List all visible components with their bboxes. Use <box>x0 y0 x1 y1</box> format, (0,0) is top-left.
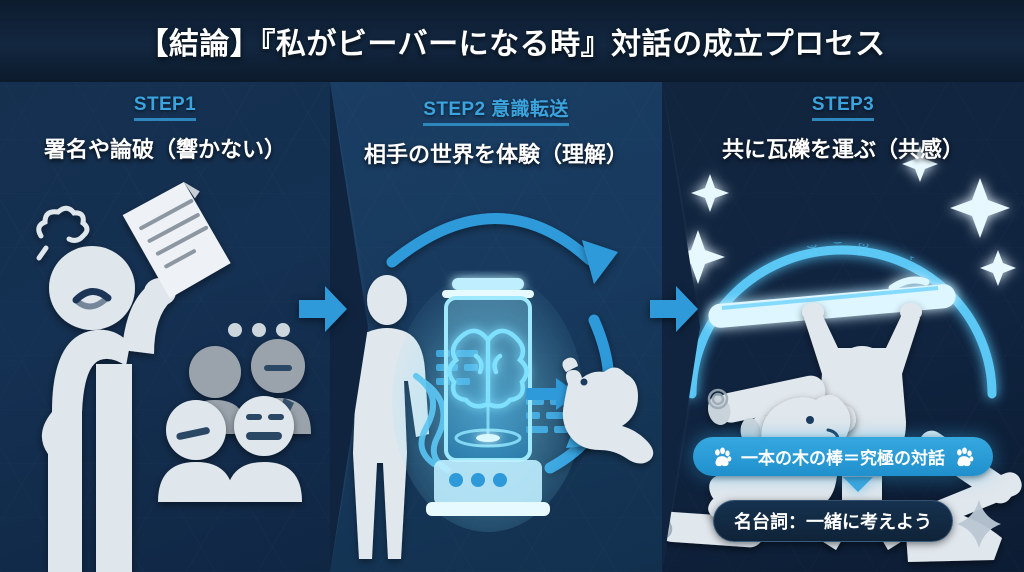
badge-connector-triangle <box>843 477 873 492</box>
step2-heading: STEP2 意識転送 相手の世界を体験（理解） <box>330 82 662 169</box>
petition-document <box>122 181 231 299</box>
svg-text:1011001: 1011001 <box>725 186 740 241</box>
beaver-silhouette <box>562 357 654 464</box>
steps-container: STEP1 署名や論破（響かない） <box>0 82 1024 572</box>
glowing-wooden-stick <box>708 276 956 328</box>
step-panel-2[interactable]: STEP2 意識転送 相手の世界を体験（理解） <box>330 82 662 572</box>
highlight-badge-text: 一本の木の棒＝究極の対話 <box>741 449 945 468</box>
pod-indicator-lights <box>449 473 507 487</box>
svg-text:10011010: 10011010 <box>777 178 792 241</box>
svg-text:011001: 011001 <box>959 218 974 265</box>
connector-step1-step2 <box>297 284 349 334</box>
quote-sparkle <box>955 498 1003 555</box>
step-panel-1[interactable]: STEP1 署名や論破（響かない） <box>0 82 330 572</box>
step2-title: 相手の世界を体験（理解） <box>363 142 628 167</box>
step2-illustration <box>330 82 662 572</box>
quote-badge[interactable]: 名台詞：一緒に考えよう <box>713 500 953 542</box>
paw-print-icon <box>715 446 732 466</box>
brain-icon <box>447 328 529 409</box>
transfer-arrow-head-top <box>582 240 618 284</box>
empathy-dome-arc <box>687 245 997 399</box>
quote-badge-text: 名台詞：一緒に考えよう <box>734 512 932 532</box>
sparkle-icon <box>957 500 1001 548</box>
svg-text:1010011: 1010011 <box>933 188 948 243</box>
step1-label: STEP1 <box>133 94 197 121</box>
step1-title: 署名や論破（響かない） <box>43 137 286 162</box>
connector-step2-step3 <box>648 284 700 334</box>
highlight-badge[interactable]: 一本の木の棒＝究極の対話 <box>693 437 993 476</box>
header-bar: 【結論】『私がビーバーになる時』対話の成立プロセス <box>0 0 1024 82</box>
svg-text:0110101: 0110101 <box>907 206 922 261</box>
thought-bubble-icon <box>36 205 90 261</box>
transfer-arc-top <box>386 213 596 268</box>
human-lifting-figure <box>802 303 922 550</box>
step2-label: STEP2 意識転送 <box>423 94 569 126</box>
consciousness-transfer-pod <box>426 278 550 516</box>
step1-illustration <box>0 82 330 572</box>
svg-text:0110110: 0110110 <box>751 208 766 263</box>
arrow-right-icon <box>299 286 347 332</box>
crowd-front-row <box>158 396 302 502</box>
step1-heading: STEP1 署名や論破（響かない） <box>0 82 330 164</box>
arrow-right-icon <box>650 286 698 332</box>
step3-heading: STEP3 共に瓦礫を運ぶ（共感） <box>662 82 1024 164</box>
paw-print-icon <box>957 446 974 466</box>
protagonist-body <box>42 329 130 572</box>
human-silhouette <box>331 275 429 559</box>
step3-label: STEP3 <box>811 94 875 121</box>
sparkle-icon <box>671 146 1016 286</box>
svg-text:110010110: 110010110 <box>829 174 844 244</box>
silence-dots-icon <box>228 323 290 337</box>
page-title: 【結論】『私がビーバーになる時』対話の成立プロセス <box>138 28 886 61</box>
step3-title: 共に瓦礫を運ぶ（共感） <box>721 137 964 162</box>
svg-text:1001011: 1001011 <box>881 182 896 237</box>
